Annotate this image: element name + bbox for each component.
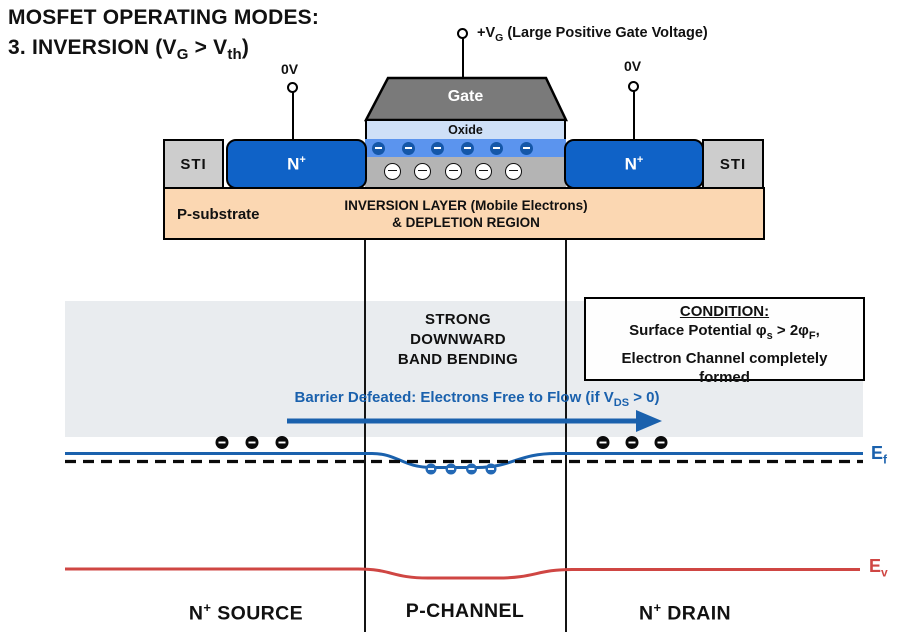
p-substrate-label: P-substrate bbox=[177, 206, 260, 223]
channel-region bbox=[365, 139, 566, 189]
condition-box: CONDITION: Surface Potential φs > 2φF, E… bbox=[584, 297, 865, 386]
condition-heading: CONDITION: bbox=[679, 303, 770, 320]
n-plus-source-region: N+ bbox=[226, 139, 367, 189]
gate-terminal-wire bbox=[462, 38, 464, 79]
channel-drain-boundary-line bbox=[565, 240, 567, 632]
sti-right: STI bbox=[702, 139, 764, 189]
electron-icon bbox=[444, 162, 462, 180]
channel-region-label: P-CHANNEL bbox=[405, 600, 525, 622]
source-voltage-label: 0V bbox=[281, 61, 299, 77]
fermi-level-label: Ef bbox=[871, 443, 888, 467]
n-plus-label: N+ bbox=[624, 153, 644, 174]
electron-icon bbox=[371, 141, 385, 155]
electron-icon bbox=[519, 141, 533, 155]
electron-icon bbox=[383, 162, 401, 180]
electron-icon bbox=[489, 141, 503, 155]
drain-region-label: N+ DRAIN bbox=[638, 600, 732, 625]
electron-icon bbox=[430, 141, 444, 155]
condition-line2: Electron Channel completely formed bbox=[621, 350, 828, 386]
gate-voltage-label: +VG (Large Positive Gate Voltage) bbox=[477, 25, 708, 44]
condition-line1: Surface Potential φs > 2φF, bbox=[629, 322, 820, 342]
valence-band-curve bbox=[65, 567, 860, 580]
electron-icon bbox=[474, 162, 492, 180]
valence-band-label: Ev bbox=[869, 556, 888, 580]
p-substrate-region: P-substrate INVERSION LAYER (Mobile Elec… bbox=[163, 187, 765, 240]
electron-icon bbox=[460, 141, 474, 155]
n-plus-drain-region: N+ bbox=[564, 139, 704, 189]
oxide-label: Oxide bbox=[448, 123, 483, 137]
drain-terminal-wire bbox=[633, 91, 635, 140]
barrier-defeated-caption: Barrier Defeated: Electrons Free to Flow… bbox=[294, 389, 660, 409]
oxide-layer: Oxide bbox=[365, 119, 566, 141]
n-plus-label: N+ bbox=[287, 153, 306, 174]
sti-left-label: STI bbox=[180, 155, 207, 173]
drain-voltage-label: 0V bbox=[624, 58, 642, 74]
band-bending-caption: STRONG DOWNWARD BAND BENDING bbox=[397, 311, 519, 368]
source-channel-boundary-line bbox=[364, 240, 366, 632]
sti-right-label: STI bbox=[719, 155, 747, 173]
source-terminal-wire bbox=[292, 92, 294, 140]
electron-icon bbox=[401, 141, 415, 155]
source-electrons bbox=[215, 436, 289, 449]
sti-left: STI bbox=[163, 139, 224, 189]
drain-electrons bbox=[596, 436, 668, 449]
page-title-line1: MOSFET OPERATING MODES: bbox=[8, 6, 320, 29]
source-region-label: N+ SOURCE bbox=[188, 600, 304, 625]
page-title-line2: 3. INVERSION (VG > Vth) bbox=[8, 36, 250, 64]
electron-icon bbox=[504, 162, 522, 180]
electron-icon bbox=[413, 162, 431, 180]
gate-label: Gate bbox=[447, 88, 484, 105]
conduction-band-curve bbox=[65, 452, 863, 469]
inversion-layer-label: INVERSION LAYER (Mobile Electrons) & DEP… bbox=[344, 198, 588, 230]
channel-dip-electrons bbox=[425, 463, 497, 475]
